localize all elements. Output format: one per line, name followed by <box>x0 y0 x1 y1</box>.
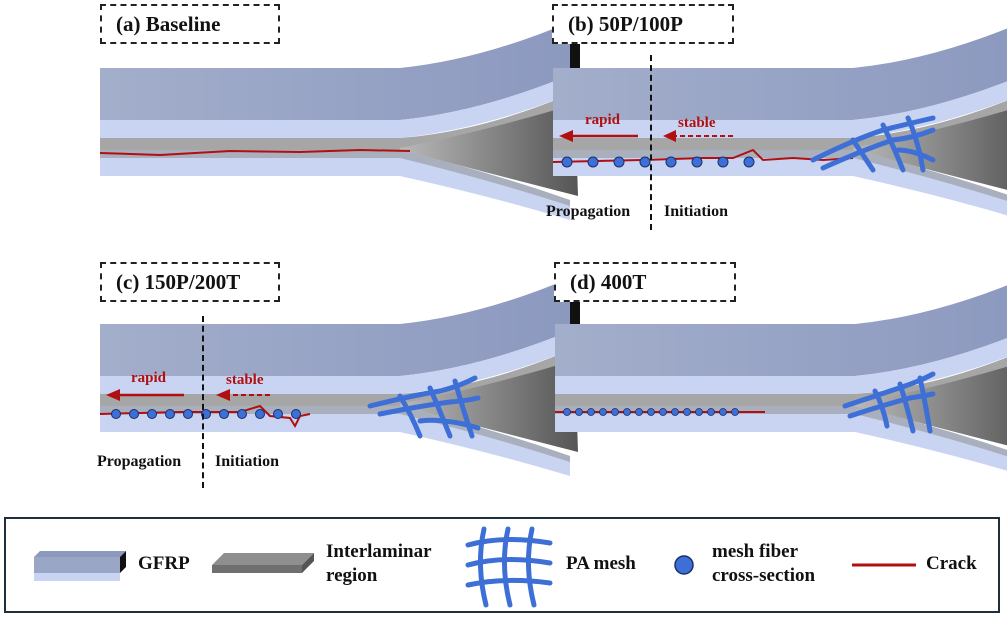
stable-label-b: stable <box>678 115 716 131</box>
mesh-fiber-dots <box>561 156 755 168</box>
interlaminar-legend-label-1: Interlaminar <box>326 541 432 562</box>
divider-b <box>650 55 652 230</box>
propagation-label-b: Propagation <box>546 203 631 220</box>
arrows-b <box>559 130 733 142</box>
propagation-label-c: Propagation <box>97 453 182 470</box>
panel-b-title: (b) 50P/100P <box>552 4 734 44</box>
panel-a-title-text: (a) Baseline <box>116 11 221 36</box>
rapid-label-b: rapid <box>585 112 621 128</box>
initiation-label-c: Initiation <box>215 453 280 470</box>
gfrp-legend-icon <box>34 551 126 581</box>
interlaminar-legend-label-2: region <box>326 565 378 586</box>
panel-c-title-text: (c) 150P/200T <box>116 269 241 294</box>
rapid-label-c: rapid <box>131 370 167 386</box>
divider-c <box>202 316 204 488</box>
panel-c-specimen <box>99 278 580 476</box>
legend-box: GFRP Interlaminar region PA mesh mesh fi… <box>4 517 1000 613</box>
mesh-fiber-legend-label-2: cross-section <box>712 565 816 586</box>
crack-line <box>99 404 311 429</box>
crack-legend-label: Crack <box>926 553 977 574</box>
panel-b-specimen <box>552 22 1007 220</box>
panel-d-specimen <box>555 278 1007 476</box>
arrows-c <box>106 389 270 401</box>
panel-d-title: (d) 400T <box>554 262 736 302</box>
pa-mesh-bundle <box>367 375 481 439</box>
mesh-fiber-dots <box>563 408 739 416</box>
panel-a-title: (a) Baseline <box>100 4 280 44</box>
interlaminar-legend-icon <box>212 553 314 573</box>
crack-legend-icon <box>852 563 916 567</box>
pa-mesh-legend-label: PA mesh <box>566 553 636 574</box>
mesh-fiber-legend-icon <box>674 555 694 575</box>
panel-d-title-text: (d) 400T <box>570 269 647 294</box>
panel-b-title-text: (b) 50P/100P <box>568 11 683 36</box>
mesh-fiber-legend-label-1: mesh fiber <box>712 541 799 562</box>
gfrp-legend-label: GFRP <box>138 553 190 574</box>
panel-a-specimen <box>99 22 580 220</box>
crack-line <box>99 148 411 157</box>
mesh-fiber-dots <box>111 409 301 419</box>
pa-mesh-legend-icon <box>465 526 553 608</box>
pa-mesh-bundle <box>810 115 936 173</box>
pa-mesh-bundle <box>842 371 936 434</box>
panel-c-title: (c) 150P/200T <box>100 262 280 302</box>
initiation-label-b: Initiation <box>664 203 729 220</box>
stable-label-c: stable <box>226 372 264 388</box>
